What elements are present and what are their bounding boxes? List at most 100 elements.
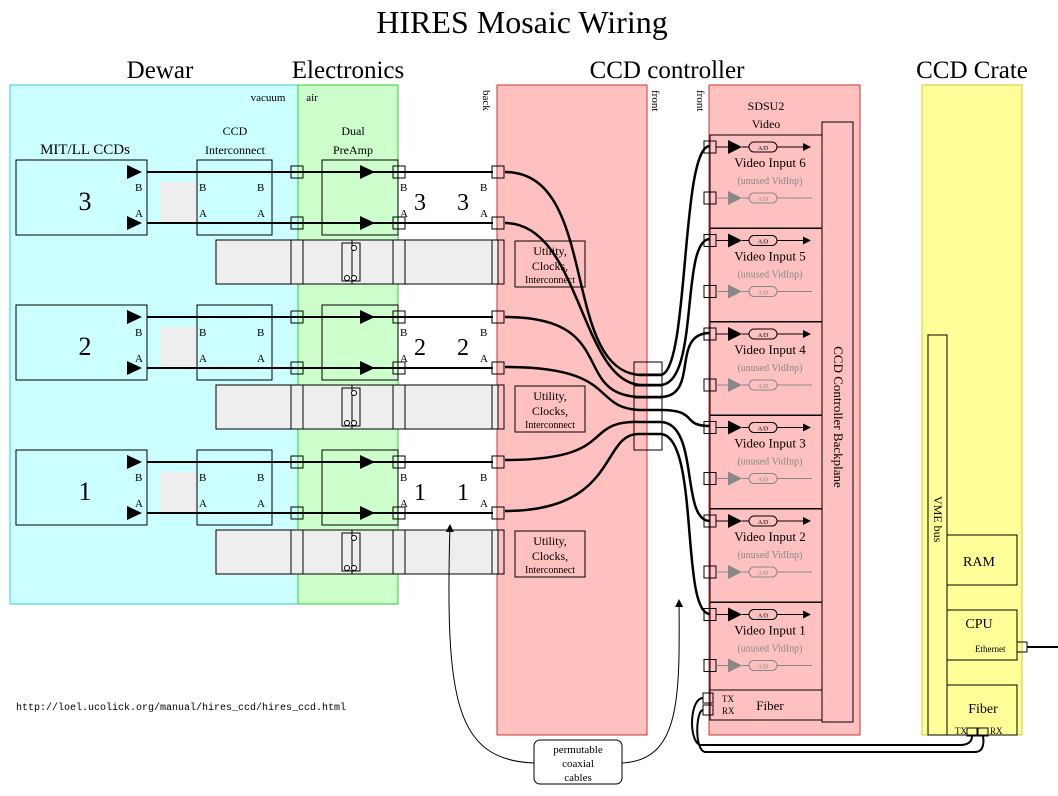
label-front-left: front bbox=[649, 90, 661, 111]
label-backplane: CCD Controller Backplane bbox=[831, 346, 846, 488]
utility-connector bbox=[392, 239, 406, 285]
video-amp-unused-icon bbox=[728, 191, 742, 205]
label-ccds: MIT/LL CCDs bbox=[40, 142, 130, 158]
ad-label: A/D bbox=[758, 614, 769, 620]
connector bbox=[290, 165, 304, 179]
connector bbox=[491, 310, 505, 324]
label-cpu: CPU bbox=[965, 617, 992, 632]
video-amp-icon bbox=[728, 420, 742, 435]
preamp-switch-box bbox=[341, 532, 361, 572]
diagram-title: HIRES Mosaic Wiring bbox=[376, 4, 667, 40]
controller-port-a: A bbox=[480, 353, 488, 365]
signal-arrow bbox=[127, 455, 142, 469]
unused-label: (unused VidInp) bbox=[737, 270, 802, 281]
interconnect-port-a: A bbox=[199, 498, 207, 510]
signal-arrow bbox=[360, 506, 375, 520]
coax-patch-panel bbox=[633, 361, 663, 451]
utility-connector bbox=[392, 529, 406, 575]
coax-label-2: coaxial bbox=[562, 758, 594, 770]
cpu-box bbox=[946, 609, 1018, 661]
signal-arrow bbox=[360, 310, 375, 324]
label-vacuum: vacuum bbox=[251, 92, 286, 104]
ad-label-unused: A/D bbox=[758, 665, 769, 671]
label-back: back bbox=[480, 90, 492, 111]
crate-fiber-box bbox=[946, 684, 1018, 736]
ad-label: A/D bbox=[758, 333, 769, 339]
utility-label-1: Utility, bbox=[533, 389, 567, 403]
unused-label: (unused VidInp) bbox=[737, 550, 802, 561]
ad-label: A/D bbox=[758, 240, 769, 246]
ccd-port-a: A bbox=[135, 208, 143, 220]
utility-label-3: Interconnect bbox=[525, 565, 575, 576]
controller-port-b: B bbox=[480, 182, 487, 194]
ccd-box bbox=[15, 304, 148, 381]
label-vme-bus: VME bus bbox=[931, 496, 945, 543]
connector bbox=[491, 361, 505, 375]
connector bbox=[491, 165, 505, 179]
unused-label: (unused VidInp) bbox=[737, 363, 802, 374]
label-preamp-2: PreAmp bbox=[333, 143, 373, 157]
connector bbox=[290, 361, 304, 375]
ccd-port-b: B bbox=[135, 182, 142, 194]
utility-connector bbox=[491, 529, 505, 575]
video-input-label: Video Input 1 bbox=[734, 623, 805, 638]
connector bbox=[392, 455, 406, 469]
utility-band bbox=[215, 239, 499, 285]
video-amp-icon bbox=[728, 607, 742, 622]
interconnect-port-b: B bbox=[257, 182, 264, 194]
preamp-port-b: B bbox=[400, 472, 407, 484]
switch-node bbox=[344, 565, 350, 571]
ccd-box bbox=[15, 159, 148, 236]
cable-shade bbox=[160, 327, 200, 367]
controller-port-a: A bbox=[480, 498, 488, 510]
utility-connector bbox=[290, 239, 304, 285]
controller-port-b: B bbox=[480, 472, 487, 484]
utility-band bbox=[215, 529, 499, 575]
coax-cable bbox=[504, 221, 711, 387]
switch-node bbox=[351, 275, 357, 281]
switch-node bbox=[351, 565, 357, 571]
ad-label-unused: A/D bbox=[758, 197, 769, 203]
coax-annotation-box bbox=[533, 739, 623, 785]
connector bbox=[290, 216, 304, 230]
coax-label-3: cables bbox=[564, 772, 591, 784]
signal-arrow bbox=[360, 165, 375, 179]
connector bbox=[290, 310, 304, 324]
interconnect-port-b: B bbox=[199, 472, 206, 484]
label-ethernet: Ethernet bbox=[975, 644, 1006, 654]
video-amp-unused-icon bbox=[728, 471, 742, 486]
section-ccd-controller: CCD controller bbox=[590, 57, 746, 84]
connector bbox=[491, 216, 505, 230]
ad-label-unused: A/D bbox=[758, 384, 769, 390]
switch-node bbox=[351, 390, 357, 396]
source-url: http://loel.ucolick.org/manual/hires_ccd… bbox=[16, 702, 346, 714]
signal-arrow bbox=[360, 361, 375, 375]
connector bbox=[290, 455, 304, 469]
preamp-port-b: B bbox=[400, 327, 407, 339]
connector bbox=[392, 361, 406, 375]
interconnect-port-b: B bbox=[199, 182, 206, 194]
signal-arrow bbox=[127, 310, 142, 324]
unused-label: (unused VidInp) bbox=[737, 176, 802, 187]
utility-band bbox=[215, 384, 499, 430]
interconnect-port-a: A bbox=[257, 208, 265, 220]
crate-fiber-label: Fiber bbox=[968, 702, 998, 717]
unused-label: (unused VidInp) bbox=[737, 457, 802, 468]
connector bbox=[491, 455, 505, 469]
label-sdsu2-2: Video bbox=[752, 117, 781, 131]
signal-arrow bbox=[360, 216, 375, 230]
coax-annotation-line-left bbox=[445, 524, 535, 764]
preamp-switch-box bbox=[341, 242, 361, 282]
utility-label-2: Clocks, bbox=[532, 404, 568, 418]
ad-label: A/D bbox=[758, 427, 769, 433]
ccd-port-a: A bbox=[135, 498, 143, 510]
coax-label-1: permutable bbox=[553, 744, 603, 756]
